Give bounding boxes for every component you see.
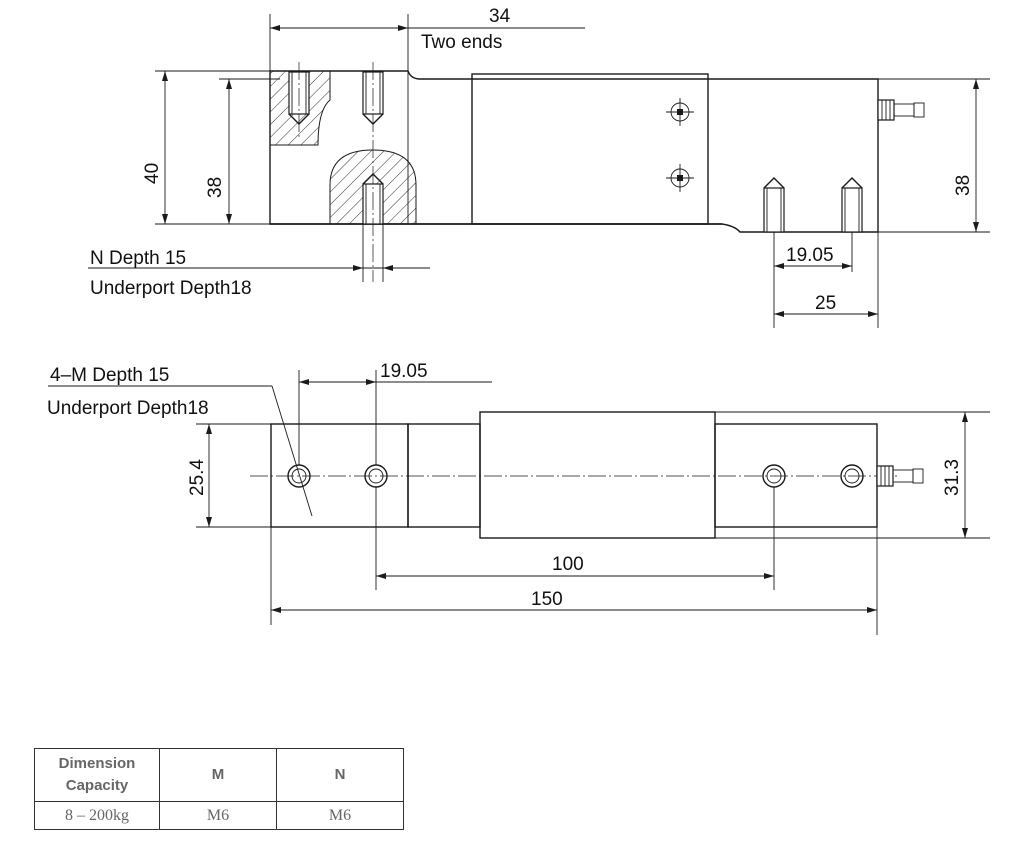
- header-dimension: Dimension: [58, 755, 136, 772]
- cell-m: M6: [159, 801, 277, 830]
- gauge-block: [471, 73, 709, 225]
- load-cell-drawing: 34 Two ends 40 38 38 N Depth 15 Underpor…: [47, 6, 990, 635]
- dim-31-3: 31.3: [942, 459, 963, 496]
- dim-100: 100: [552, 554, 584, 575]
- threaded-hole-4: [763, 177, 785, 233]
- dim-150: 150: [531, 589, 563, 610]
- note-underport-depth-top: Underport Depth18: [90, 278, 252, 299]
- cell-capacity: 8 – 200kg: [34, 801, 160, 830]
- dim-19-05-top: 19.05: [786, 245, 834, 266]
- dim-38-left: 38: [205, 177, 226, 198]
- plan-view: 4–M Depth 15 Underport Depth18 19.05 25.…: [47, 361, 990, 635]
- crosshair-mark-2: [666, 164, 694, 192]
- dim-40: 40: [142, 163, 163, 184]
- header-dimension-capacity: Dimension Capacity: [34, 748, 160, 802]
- note-m-depth: 4–M Depth 15: [50, 365, 169, 386]
- dim-25-4: 25.4: [187, 459, 208, 496]
- note-underport-depth-bottom: Underport Depth18: [47, 398, 209, 419]
- plan-end-block-right: [714, 423, 878, 528]
- dim-34: 34: [489, 6, 511, 27]
- mount-hole-4: [840, 464, 864, 488]
- dim-25: 25: [815, 293, 836, 314]
- cell-n: M6: [276, 801, 404, 830]
- header-m: M: [159, 748, 277, 802]
- dim-19-05-bottom: 19.05: [380, 361, 428, 382]
- dim-38-right: 38: [953, 175, 974, 196]
- crosshair-mark-1: [666, 98, 694, 126]
- header-n: N: [276, 748, 404, 802]
- note-n-depth: N Depth 15: [90, 248, 186, 269]
- threaded-hole-5: [841, 177, 863, 233]
- note-two-ends: Two ends: [421, 32, 502, 53]
- plan-beam-left: [407, 423, 481, 528]
- side-view: 34 Two ends 40 38 38 N Depth 15 Underpor…: [88, 6, 990, 328]
- plan-gauge-block: [479, 411, 716, 539]
- table-header-row: Dimension Capacity M N: [34, 748, 404, 802]
- header-capacity: Capacity: [65, 777, 129, 794]
- capacity-table: Dimension Capacity M N 8 – 200kg M6 M6: [34, 748, 404, 830]
- plan-cable-gland-icon: [876, 465, 924, 487]
- table-row: 8 – 200kg M6 M6: [34, 801, 404, 830]
- cable-gland-icon: [877, 99, 925, 121]
